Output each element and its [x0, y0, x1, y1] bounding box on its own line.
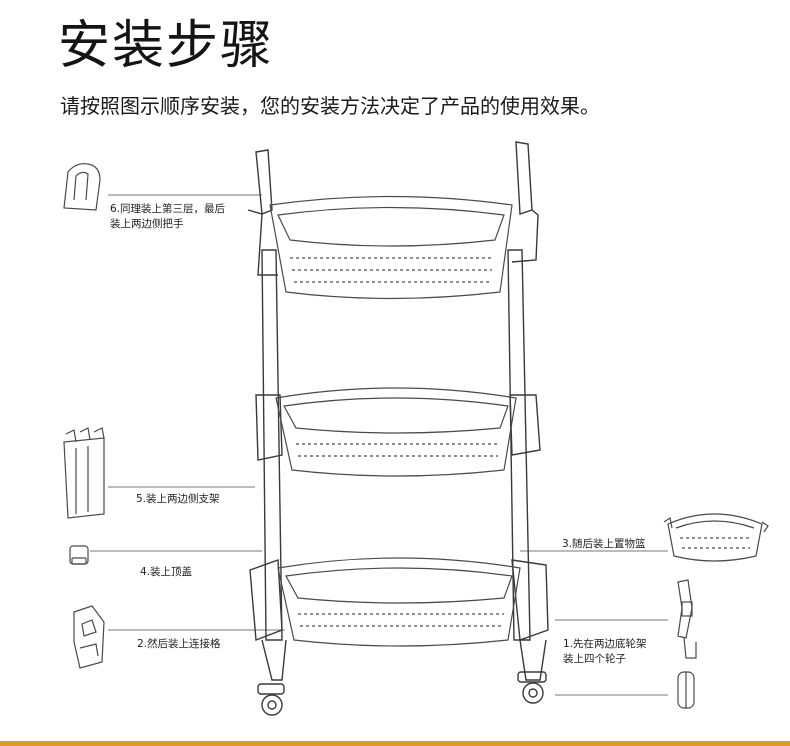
bottom-accent-bar [0, 741, 790, 746]
side-handle-part-icon [63, 163, 101, 211]
basket-middle [275, 387, 517, 477]
top-cap-part-icon [69, 545, 89, 565]
cart-frame [247, 141, 549, 716]
step-6-label: 6.同理装上第三层，最后 装上两边侧把手 [110, 203, 226, 230]
step-2-label: 2.然后装上连接格 [137, 638, 221, 650]
side-support-part-icon [63, 427, 105, 519]
page-title: 安装步骤 [58, 16, 275, 76]
step-4-label: 4.装上顶盖 [140, 566, 193, 578]
step-3-label: 3.随后装上置物篮 [562, 538, 646, 550]
step-1-label: 1.先在两边底轮架 装上四个轮子 [563, 638, 647, 665]
step-5-label: 5.装上两边侧支架 [136, 493, 220, 505]
wheel-part-icon [677, 671, 695, 709]
basket-top [269, 195, 513, 300]
wheel-base-part-icon [677, 579, 697, 659]
basket-bottom [277, 557, 521, 647]
page-subtitle: 请按照图示顺序安装，您的安装方法决定了产品的使用效果。 [60, 94, 600, 118]
connector-part-icon [73, 605, 105, 669]
basket-part-icon [663, 513, 769, 562]
